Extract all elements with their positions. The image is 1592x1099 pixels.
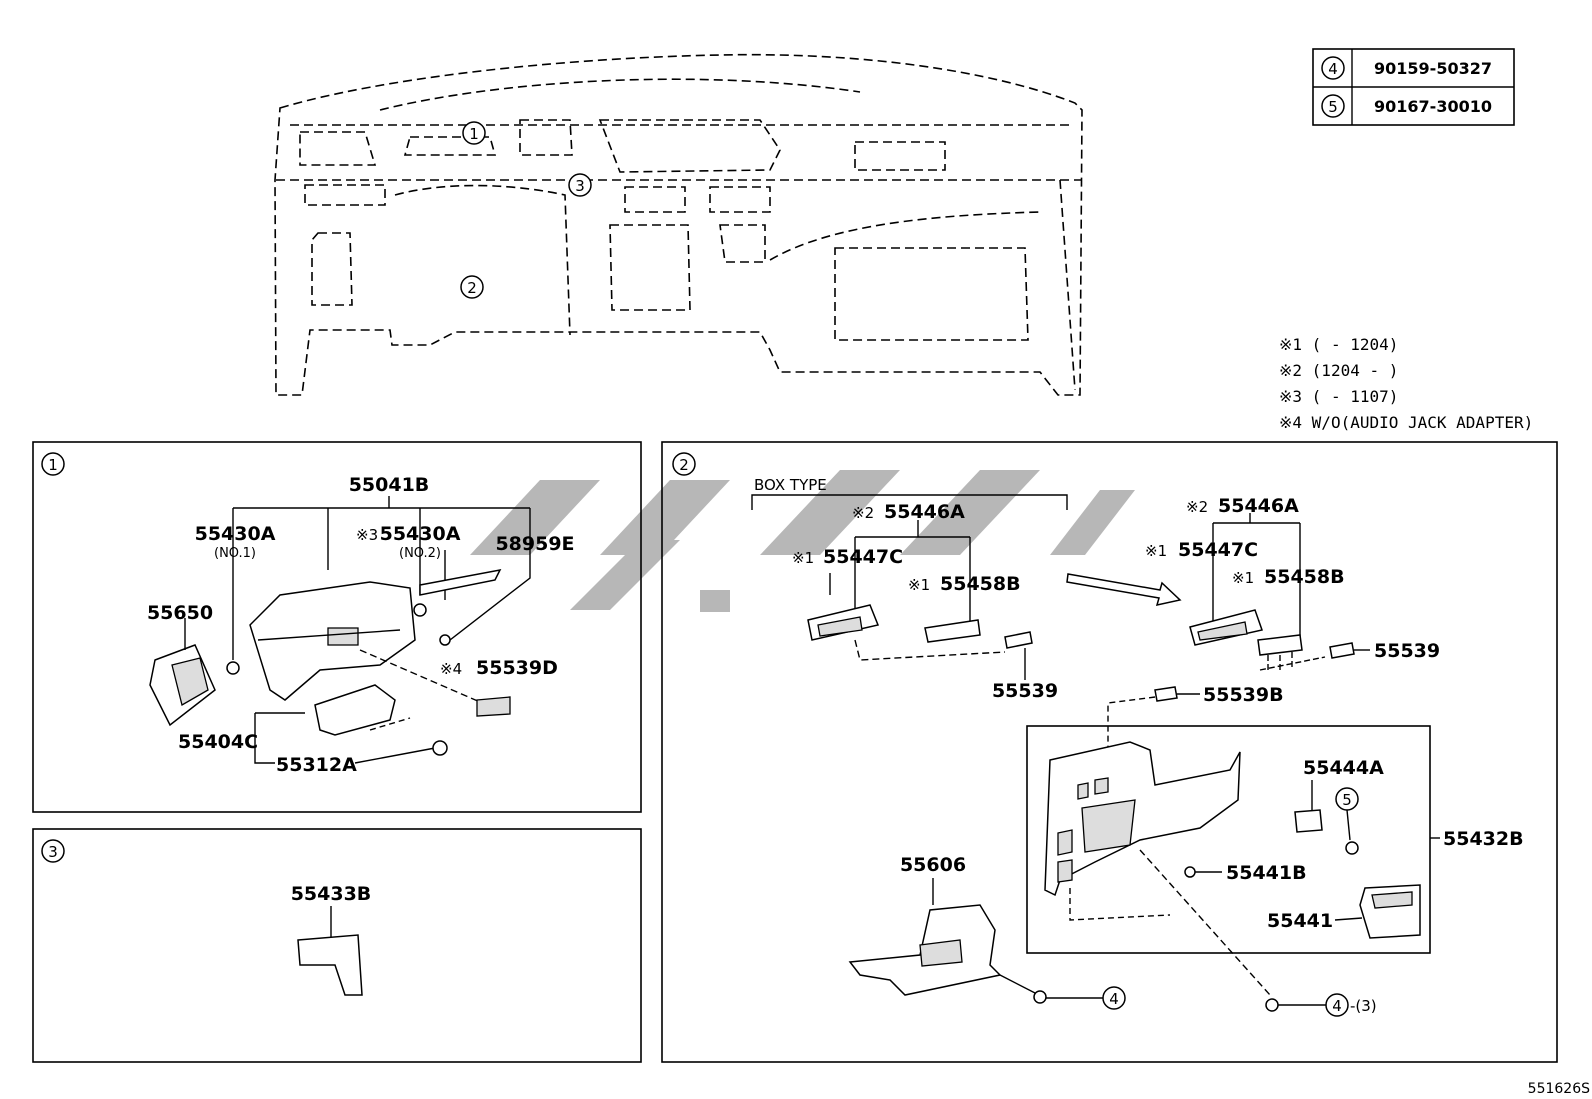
part-number-table: 4 90159-50327 5 90167-30010 [1312, 48, 1515, 126]
right-55447C: 55447C [1178, 539, 1258, 561]
right-55446A-mark: ※2 [1186, 498, 1208, 516]
right-55539: 55539 [1374, 640, 1440, 662]
label-55606: 55606 [900, 854, 966, 876]
notes: ※1 ( - 1204) ※2 (1204 - ) ※3 ( - 1107) ※… [1279, 335, 1533, 432]
left-55447C-mark: ※1 [792, 549, 814, 567]
callout-4b: 4 [1332, 997, 1342, 1015]
box-type-label: BOX TYPE [754, 476, 827, 494]
label-55441B: 55441B [1226, 862, 1307, 884]
panel-1-number: 1 [48, 456, 58, 474]
label-55432B: 55432B [1443, 828, 1524, 850]
panel-3: 3 55433B [32, 828, 642, 1063]
overview-callout-1: 1 [469, 125, 479, 143]
label-55433B: 55433B [291, 883, 372, 905]
panel-1: 1 55041B 55430A (NO.1) ※3 55430A (NO.2) … [32, 441, 642, 813]
label-55539D-mark: ※4 [440, 660, 462, 678]
left-55446A-mark: ※2 [852, 504, 874, 522]
panel-2: 2 BOX TYPE ※2 55446A ※1 55447C ※1 55458B… [661, 441, 1558, 1063]
watermark-logo [470, 470, 1135, 612]
note-2: ※2 (1204 - ) [1279, 361, 1398, 380]
table-part-90159: 90159-50327 [1374, 59, 1492, 78]
label-55650: 55650 [147, 602, 213, 624]
label-55404C: 55404C [178, 731, 258, 753]
label-55441: 55441 [1267, 910, 1333, 932]
note-4: ※4 W/O(AUDIO JACK ADAPTER) [1279, 413, 1533, 432]
label-55041B: 55041B [349, 474, 430, 496]
label-55444A: 55444A [1303, 757, 1384, 779]
left-55458B-mark: ※1 [908, 576, 930, 594]
label-55430A-no2: 55430A [380, 523, 461, 545]
label-55430A-no2-sub: (NO.2) [399, 546, 441, 561]
overview-callout-2: 2 [467, 279, 477, 297]
table-ref-5: 5 [1328, 98, 1338, 116]
table-part-90167: 90167-30010 [1374, 97, 1492, 116]
diagram-code: 551626S [1528, 1081, 1590, 1097]
label-55312A: 55312A [276, 754, 357, 776]
table-ref-4: 4 [1328, 60, 1338, 78]
label-58959E: 58959E [495, 533, 574, 555]
right-55458B-mark: ※1 [1232, 569, 1254, 587]
left-55539: 55539 [992, 680, 1058, 702]
callout-5: 5 [1342, 791, 1352, 809]
label-55430A-no1-sub: (NO.1) [214, 546, 256, 561]
label-55539D: 55539D [476, 657, 558, 679]
panel-2-number: 2 [679, 456, 689, 474]
right-55447C-mark: ※1 [1145, 542, 1167, 560]
note-1: ※1 ( - 1204) [1279, 335, 1398, 354]
note-3: ※3 ( - 1107) [1279, 387, 1398, 406]
dashboard-overview: 1 3 2 [274, 53, 1083, 396]
right-55458B: 55458B [1264, 566, 1345, 588]
label-55539B: 55539B [1203, 684, 1284, 706]
left-55447C: 55447C [823, 546, 903, 568]
right-55446A: 55446A [1218, 495, 1299, 517]
quantity-3: -(3) [1350, 997, 1377, 1015]
overview-callout-3: 3 [575, 177, 585, 195]
panel-3-number: 3 [48, 843, 58, 861]
left-55446A: 55446A [884, 501, 965, 523]
label-55430A-no2-mark: ※3 [356, 526, 378, 544]
label-55430A-no1: 55430A [195, 523, 276, 545]
callout-4a: 4 [1109, 990, 1119, 1008]
left-55458B: 55458B [940, 573, 1021, 595]
